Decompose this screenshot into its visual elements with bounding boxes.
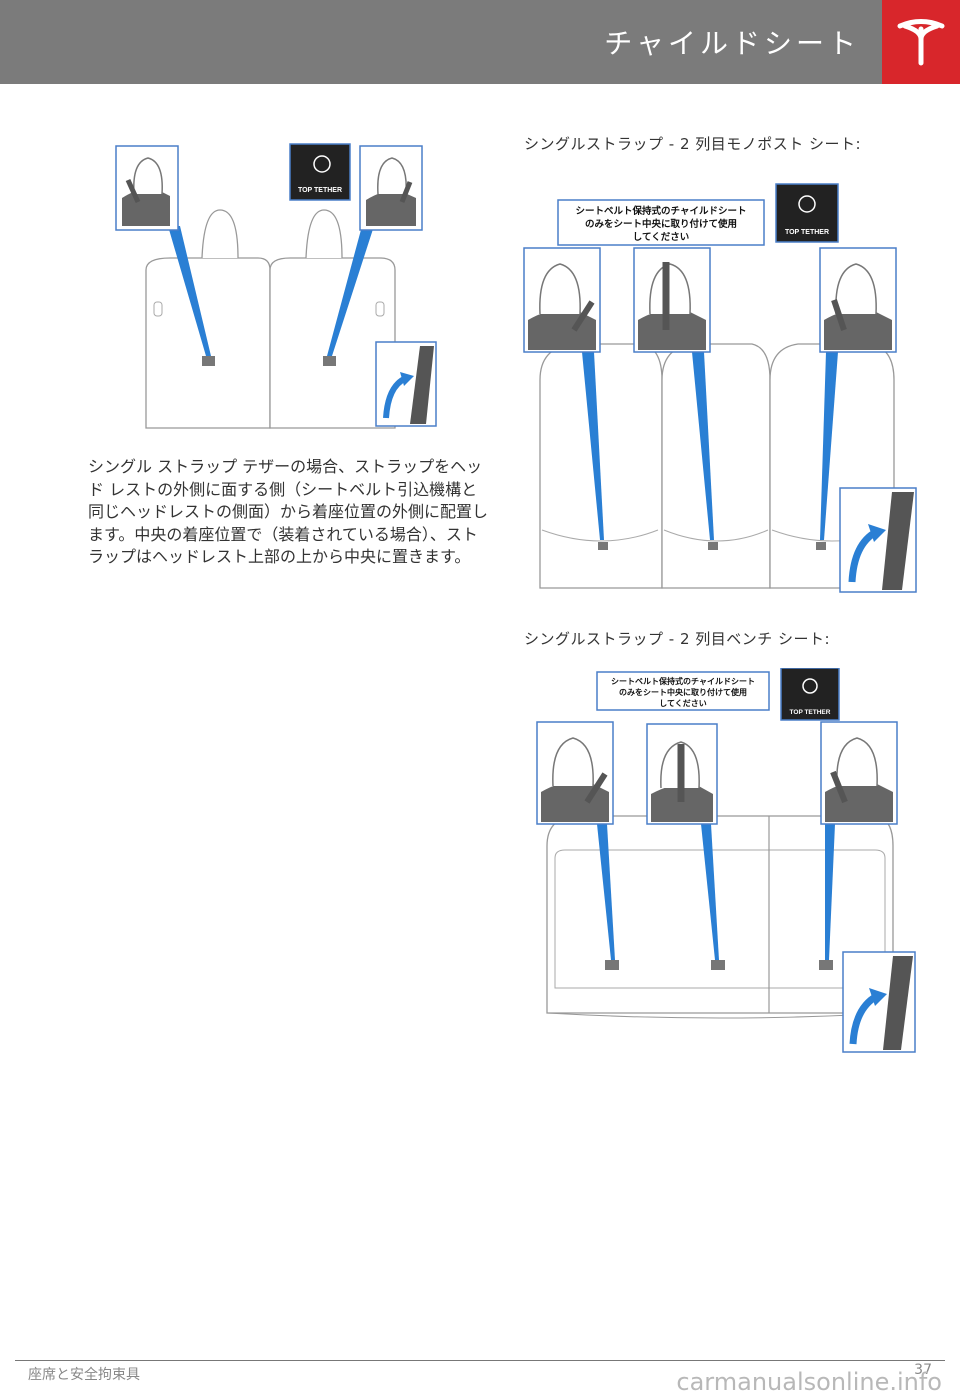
notice-line-2: のみをシート中央に取り付けて使用 — [585, 218, 737, 230]
page-header: チャイルドシート — [0, 0, 960, 84]
top-tether-badge-label: TOP TETHER — [790, 709, 831, 716]
notice-line-1: シートベルト保持式のチャイルドシート — [576, 205, 747, 217]
page-title: チャイルドシート — [604, 27, 860, 60]
footer-divider — [15, 1360, 945, 1361]
bench-seat-caption: シングルストラップ - 2 列目ベンチ シート: — [524, 630, 831, 648]
tether-instructions-text: シングル ストラップ テザーの場合、ストラップをヘッド レストの外側に面する側（… — [88, 457, 489, 566]
top-tether-badge-label: TOP TETHER — [298, 187, 342, 194]
page-number: 37 — [914, 1362, 932, 1378]
brand-logo — [882, 0, 960, 84]
notice-line-2: のみをシート中央に取り付けて使用 — [619, 687, 747, 697]
figure-rear-seats-top-tether: TOP TETHER — [110, 140, 440, 435]
tesla-logo-icon — [897, 19, 945, 66]
notice-line-3: してください — [659, 699, 707, 708]
watermark: carmanualsonline.info — [676, 1368, 942, 1396]
notice-line-1: シートベルト保持式のチャイルドシート — [611, 676, 755, 686]
figure-bench-seat: シートベルト保持式のチャイルドシート のみをシート中央に取り付けて使用 してくだ… — [535, 668, 920, 1058]
monopost-seat-caption: シングルストラップ - 2 列目モノポスト シート: — [524, 135, 862, 153]
notice-line-3: してください — [633, 232, 689, 243]
footer-section-name: 座席と安全拘束具 — [28, 1367, 140, 1383]
top-tether-badge-label: TOP TETHER — [785, 229, 829, 236]
figure-monopost-seats: シートベルト保持式のチャイルドシート のみをシート中央に取り付けて使用 してくだ… — [522, 180, 922, 595]
